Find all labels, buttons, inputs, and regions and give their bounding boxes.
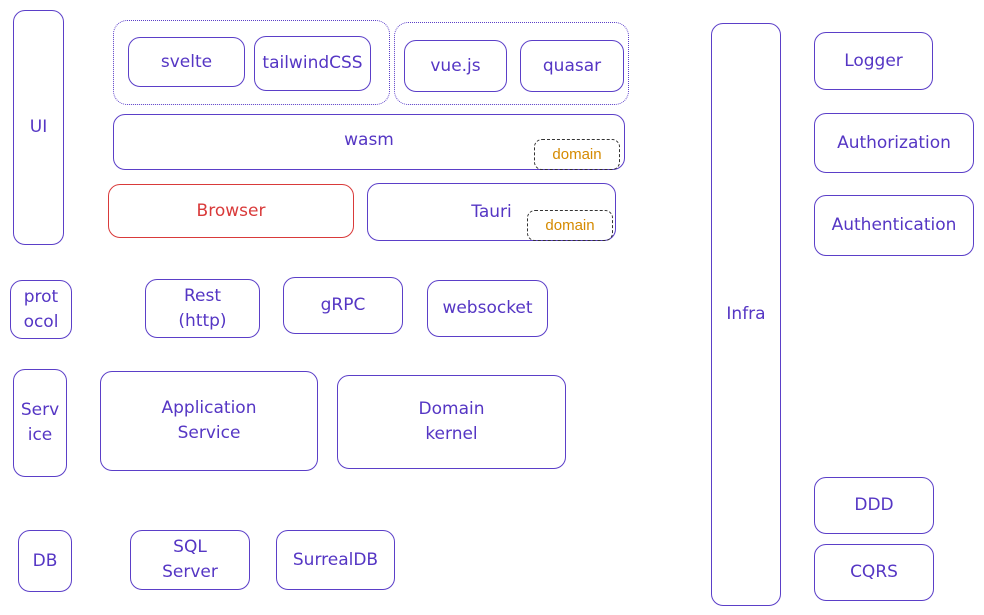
- surrealdb-label: SurrealDB: [292, 549, 379, 570]
- browser-label: Browser: [196, 200, 266, 221]
- layer-protocol-label: prot ocol: [23, 286, 59, 332]
- authorization-box: Authorization: [814, 113, 974, 173]
- tauri-box: Tauri: [367, 183, 616, 241]
- layer-protocol: prot ocol: [10, 280, 72, 339]
- layer-ui-label: UI: [29, 117, 48, 137]
- tauri-domain-tag: domain: [527, 210, 613, 241]
- sql-server-label: SQL Server: [162, 537, 218, 582]
- wasm-label: wasm: [344, 129, 394, 150]
- layer-service-label: Serv ice: [20, 400, 60, 445]
- rest-box: Rest (http): [145, 279, 260, 338]
- sql-server-box: SQL Server: [130, 530, 250, 590]
- cqrs-label: CQRS: [850, 562, 898, 582]
- domain-kernel-label: Domain kernel: [418, 399, 485, 444]
- websocket-box: websocket: [427, 280, 548, 337]
- layer-ui: UI: [13, 10, 64, 245]
- grpc-label: gRPC: [320, 295, 366, 315]
- authorization-label: Authorization: [837, 132, 951, 153]
- authentication-box: Authentication: [814, 195, 974, 256]
- cqrs-box: CQRS: [814, 544, 934, 601]
- ddd-box: DDD: [814, 477, 934, 534]
- quasar-box: quasar: [520, 40, 624, 92]
- grpc-box: gRPC: [283, 277, 403, 334]
- logger-label: Logger: [844, 50, 903, 71]
- layer-db: DB: [18, 530, 72, 592]
- surrealdb-box: SurrealDB: [276, 530, 395, 590]
- vue-group: [394, 22, 629, 105]
- infra-label: Infra: [726, 304, 766, 324]
- svelte-group: [113, 20, 390, 105]
- wasm-box: wasm: [113, 114, 625, 170]
- wasm-domain-tag-label: domain: [552, 146, 602, 163]
- tauri-label: Tauri: [471, 201, 512, 222]
- vuejs-box: vue.js: [404, 40, 507, 92]
- application-service-box: Application Service: [100, 371, 318, 471]
- browser-box: Browser: [108, 184, 354, 238]
- quasar-label: quasar: [542, 55, 602, 76]
- ddd-label: DDD: [854, 495, 894, 515]
- logger-box: Logger: [814, 32, 933, 90]
- domain-kernel-box: Domain kernel: [337, 375, 566, 469]
- wasm-domain-tag: domain: [534, 139, 620, 170]
- layer-service: Serv ice: [13, 369, 67, 477]
- vuejs-label: vue.js: [430, 55, 481, 76]
- tauri-domain-tag-label: domain: [545, 217, 595, 234]
- websocket-label: websocket: [442, 298, 533, 318]
- tailwindcss-label: tailwindCSS: [262, 53, 363, 73]
- svelte-box: svelte: [128, 37, 245, 87]
- rest-label: Rest (http): [178, 285, 227, 331]
- infra-box: Infra: [711, 23, 781, 606]
- authentication-label: Authentication: [831, 215, 957, 235]
- application-service-label: Application Service: [161, 398, 257, 443]
- layer-db-label: DB: [32, 550, 58, 571]
- tailwindcss-box: tailwindCSS: [254, 36, 371, 91]
- svelte-label: svelte: [160, 51, 213, 72]
